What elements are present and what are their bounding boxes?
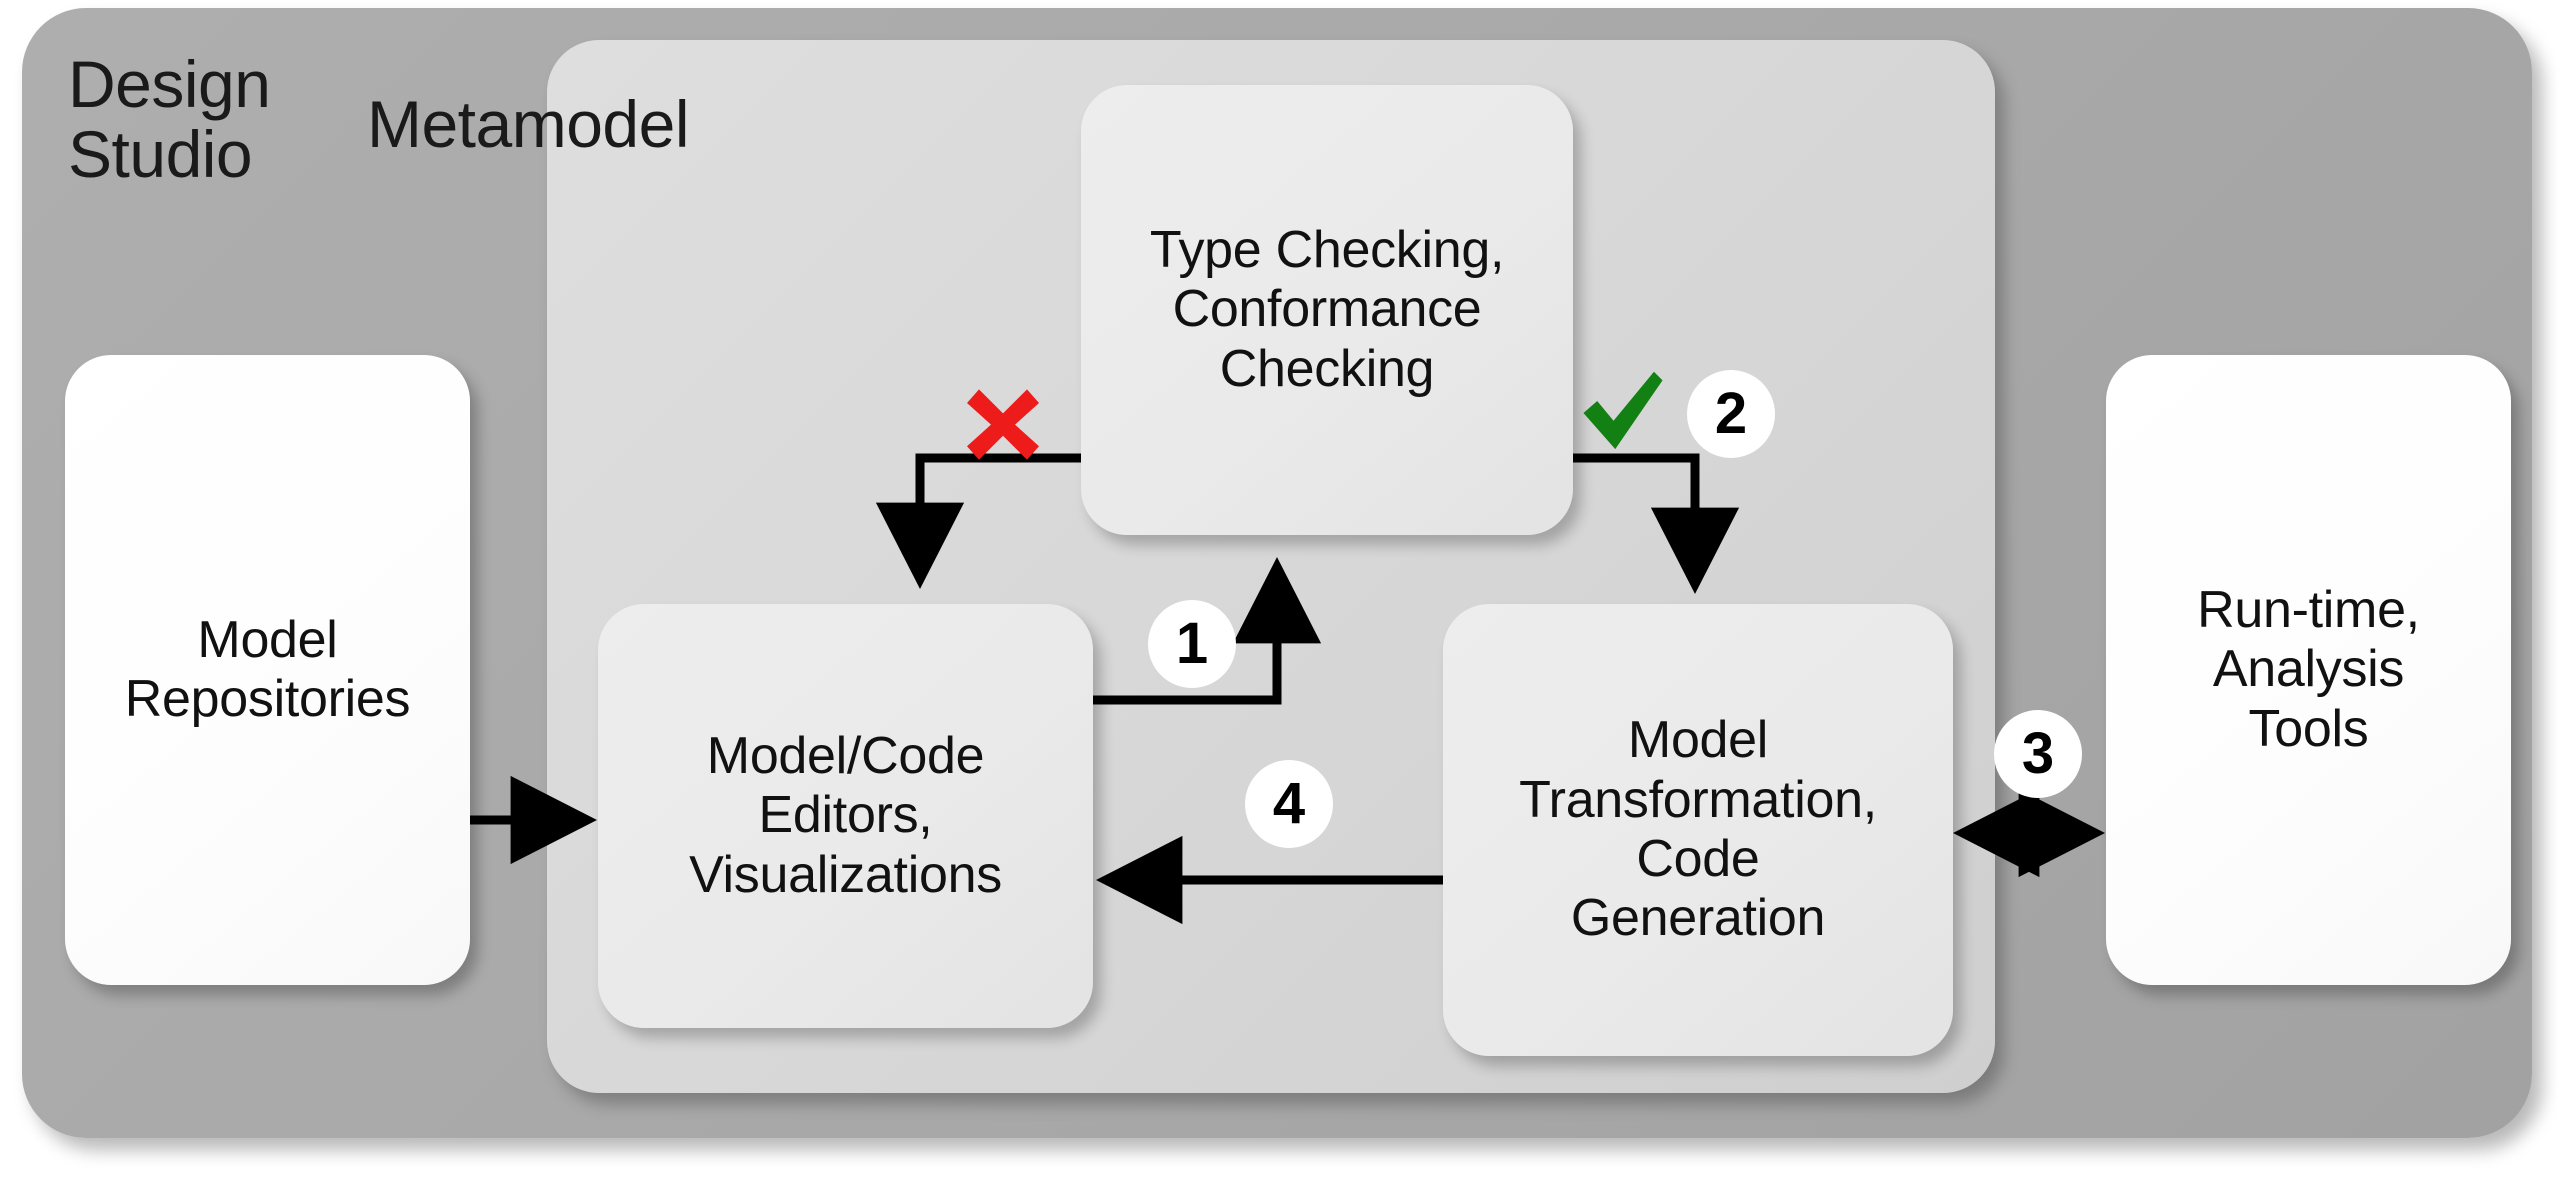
cross-icon <box>967 389 1039 460</box>
node-type-checking[interactable]: Type Checking, Conformance Checking <box>1081 85 1573 535</box>
design-studio-title: Design Studio <box>68 47 271 191</box>
step-badge-4: 4 <box>1245 760 1333 848</box>
check-icon <box>1583 371 1663 450</box>
node-model-code-editors[interactable]: Model/Code Editors, Visualizations <box>598 604 1093 1028</box>
node-runtime-analysis-tools[interactable]: Run-time, Analysis Tools <box>2106 355 2511 985</box>
step-badge-1: 1 <box>1148 600 1236 688</box>
step-badge-2: 2 <box>1687 370 1775 458</box>
step-badge-3: 3 <box>1994 710 2082 798</box>
node-model-repositories[interactable]: Model Repositories <box>65 355 470 985</box>
metamodel-title: Metamodel <box>367 87 690 161</box>
node-model-transformation[interactable]: Model Transformation, Code Generation <box>1443 604 1953 1056</box>
